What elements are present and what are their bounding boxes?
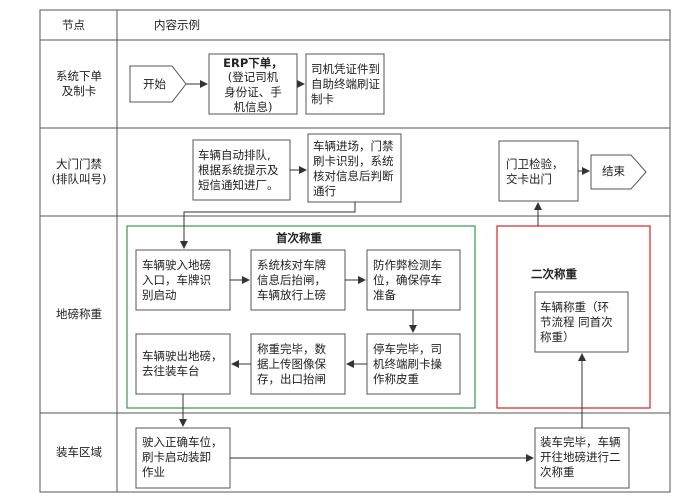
- drive-on-box: [135, 249, 231, 311]
- weigh-done-box: [250, 333, 346, 395]
- drive-on-label: 车辆驶入地磅 入口，车牌识 别启动: [142, 258, 211, 302]
- guard-check-box: [498, 140, 579, 202]
- anti-cheat-box: [366, 249, 461, 311]
- verify-plate-box: [250, 249, 346, 311]
- erp-order-box: [208, 53, 298, 115]
- verify-plate-label: 系统核对车牌 信息后抬闸， 车辆放行上磅: [257, 258, 326, 302]
- enter-label: 车辆进场，门禁 刷卡识别，系统 核对信息后判断 通行: [313, 139, 394, 198]
- first-weigh-label: 首次称重: [276, 231, 322, 245]
- enter-box: [307, 133, 402, 203]
- queue-label: 车辆自动排队, 根据系统提示及 短信通知进厂。: [198, 148, 279, 192]
- load-in-box: [135, 427, 231, 489]
- park-done-box: [366, 333, 461, 395]
- anti-cheat-label: 防作弊检测车 位，确保停车 准备: [373, 258, 442, 302]
- load-done-label: 装车完毕，车辆 开往地磅进行二 次称重: [540, 435, 621, 479]
- park-done-label: 停车完毕，司 机终端刷卡操 作称皮重: [373, 342, 442, 386]
- second-weigh-label: 二次称重: [531, 267, 577, 281]
- header-content-column: 内容示例: [154, 18, 200, 32]
- connectors: [179, 80, 590, 462]
- make-card-label: 司机凭证件到 自助终端刷证 制卡: [311, 62, 380, 106]
- erp-body: (登记司机 身份证、手 机信息): [224, 70, 282, 114]
- load-in-label: 驶入正确车位， 刷卡启动装卸 作业: [142, 435, 223, 479]
- queue-box: [192, 139, 291, 201]
- end-label: 结束: [602, 164, 625, 178]
- row-label-order: 系统下单 及制卡: [56, 69, 102, 98]
- weigh-done-label: 称重完毕，数 据上传图像保 存，出口抬闸: [257, 342, 326, 386]
- second-weigh-group: [496, 225, 651, 409]
- start-label: 开始: [143, 77, 166, 91]
- row-label-gate: 大门门禁 (排队叫号): [51, 157, 107, 186]
- start-node: [129, 65, 187, 103]
- drive-off-box: [135, 333, 231, 395]
- erp-title: ERP下单，: [223, 56, 283, 70]
- row-label-scale: 地磅称重: [56, 307, 102, 321]
- second-weigh-box: [534, 291, 629, 353]
- first-weigh-group: [126, 225, 476, 409]
- arrow-enter-driveon: [180, 202, 356, 249]
- make-card-box: [305, 53, 385, 115]
- drive-off-label: 车辆驶出地磅， 去往装车台: [142, 349, 223, 378]
- end-node: [590, 154, 647, 190]
- header-node-column: 节点: [62, 18, 85, 32]
- guard-check-label: 门卫检验， 交卡出门: [506, 157, 564, 186]
- second-weigh-label-text: 车辆称重（环 节流程 同首次 称重）: [540, 300, 613, 344]
- swimlane-table: [39, 9, 671, 493]
- row-label-loading: 装车区域: [56, 445, 102, 459]
